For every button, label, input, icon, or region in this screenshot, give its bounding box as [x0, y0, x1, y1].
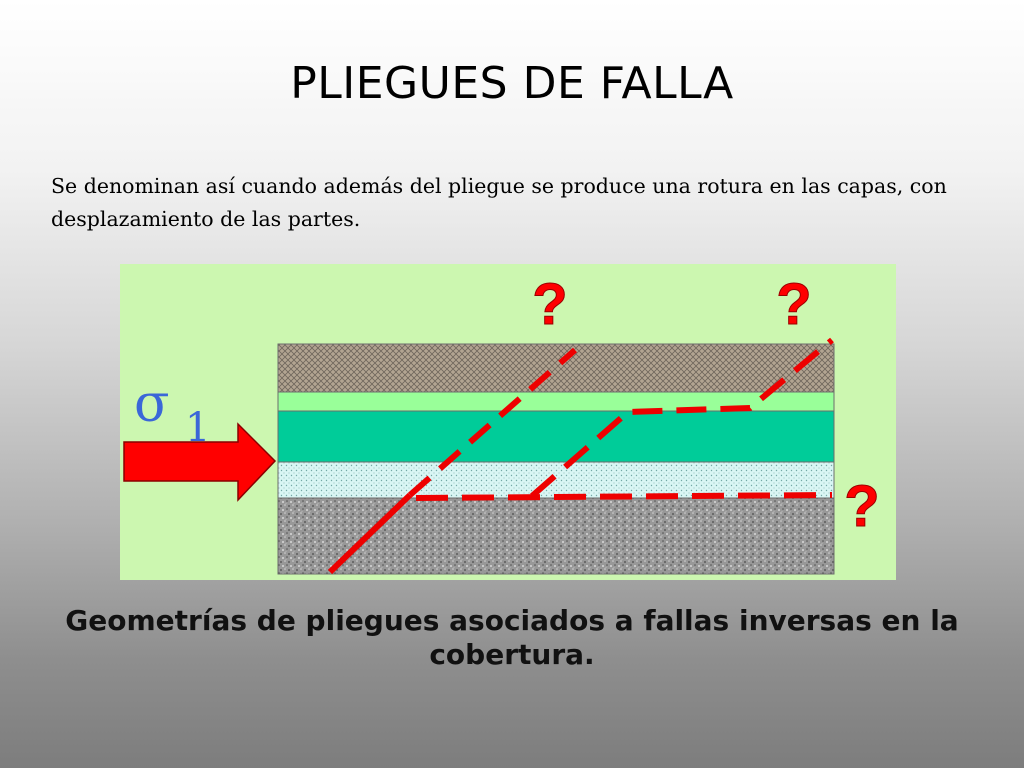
slide-title: PLIEGUES DE FALLA: [290, 58, 734, 109]
layer-top-hatched: [277, 343, 835, 393]
fault-upper-path: [530, 337, 834, 499]
question-mark-left: ?: [532, 272, 567, 337]
right-arrow-icon: [123, 422, 277, 502]
layer-basement: [277, 497, 835, 575]
fault-ramp-solid: [327, 492, 413, 575]
fault-fold-diagram: σ 1 ? ? ?: [120, 264, 896, 580]
figure-caption: Geometrías de pliegues asociados a falla…: [65, 604, 959, 671]
intro-text: Se denominan así cuando además del plieg…: [51, 174, 947, 231]
question-mark-lower: ?: [844, 474, 879, 539]
layer-teal: [277, 410, 835, 463]
layer-light-cyan: [277, 461, 835, 499]
sigma-symbol: σ: [134, 374, 170, 434]
question-mark-right: ?: [776, 272, 811, 337]
fault-flat-lower: [415, 492, 833, 501]
fault-ramp-dashed: [408, 347, 577, 498]
diagram-svg: σ 1 ? ? ?: [123, 272, 880, 575]
